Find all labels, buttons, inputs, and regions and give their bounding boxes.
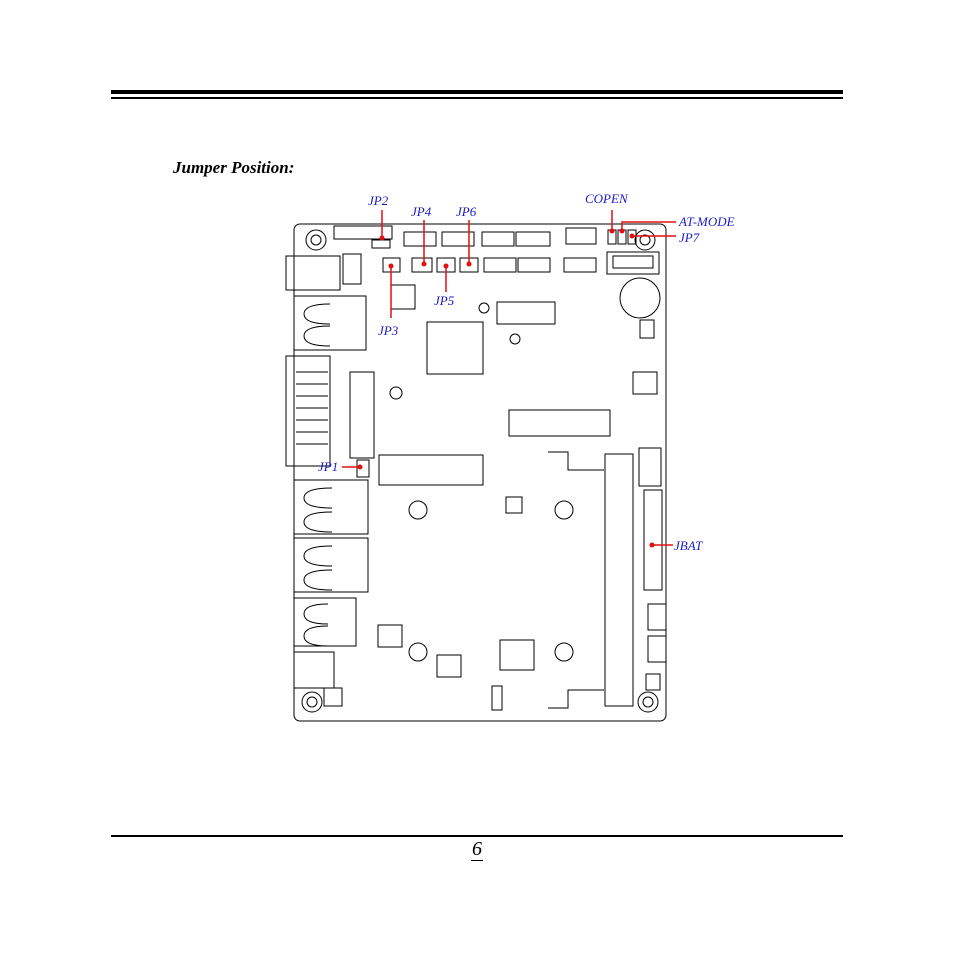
pointer-at-mode xyxy=(621,221,676,231)
standoff xyxy=(408,500,428,520)
minipcie-slot xyxy=(496,301,556,325)
label-copen: COPEN xyxy=(585,191,629,206)
jumper-jp7 xyxy=(627,229,637,245)
pin-header xyxy=(349,371,375,459)
board-outline xyxy=(293,223,667,722)
section-heading: Jumper Position: xyxy=(173,158,295,177)
top-connector xyxy=(333,225,393,240)
screw xyxy=(478,302,490,314)
screw xyxy=(509,333,521,345)
label-jp4: JP4 xyxy=(411,204,432,219)
footer-rule xyxy=(111,835,843,837)
jumper-jp1 xyxy=(356,459,370,478)
buzzer xyxy=(619,277,661,319)
io-chip xyxy=(390,284,416,310)
battery-holder xyxy=(499,639,535,671)
label-jp1: JP1 xyxy=(318,459,338,474)
dc-jack xyxy=(293,651,335,689)
page-number-container: 6 xyxy=(0,838,954,861)
header-rule-thin xyxy=(111,97,843,99)
cpu-chip xyxy=(426,321,484,375)
power-connector xyxy=(565,227,597,245)
header-block xyxy=(403,231,437,247)
usb-port xyxy=(293,597,357,647)
sodimm-slot xyxy=(604,453,634,707)
header-block xyxy=(563,257,597,273)
minipcie-slot-2 xyxy=(378,454,484,486)
com-port xyxy=(285,355,331,467)
standoff xyxy=(554,500,574,520)
label-jbat: JBAT xyxy=(674,538,703,553)
header-block xyxy=(481,231,515,247)
sata-connector xyxy=(606,251,660,275)
header-block xyxy=(515,231,551,247)
label-jp6: JP6 xyxy=(456,204,477,219)
usb-port xyxy=(293,479,369,535)
standoff xyxy=(554,642,574,662)
label-jp2: JP2 xyxy=(368,193,389,208)
msata-slot xyxy=(508,409,611,437)
header-rule-thick xyxy=(111,90,843,94)
label-jp7: JP7 xyxy=(679,230,700,245)
header-block xyxy=(441,231,475,247)
header-block xyxy=(483,257,517,273)
audio-jack xyxy=(285,255,341,291)
page-number: 6 xyxy=(471,838,483,861)
label-jp5: JP5 xyxy=(434,293,455,308)
fan-header xyxy=(638,447,662,487)
standoff xyxy=(408,642,428,662)
label-jp3: JP3 xyxy=(378,323,399,338)
jumper-jp4 xyxy=(411,257,433,273)
mounting-hole xyxy=(301,691,323,713)
mounting-hole xyxy=(305,229,327,251)
header-block xyxy=(517,257,551,273)
usb-port xyxy=(293,295,367,351)
standoff xyxy=(389,386,403,400)
usb-port xyxy=(293,537,369,593)
front-panel-header xyxy=(643,489,663,591)
mounting-hole xyxy=(637,691,659,713)
mounting-hole xyxy=(634,229,656,251)
label-at-mode: AT-MODE xyxy=(678,214,735,229)
